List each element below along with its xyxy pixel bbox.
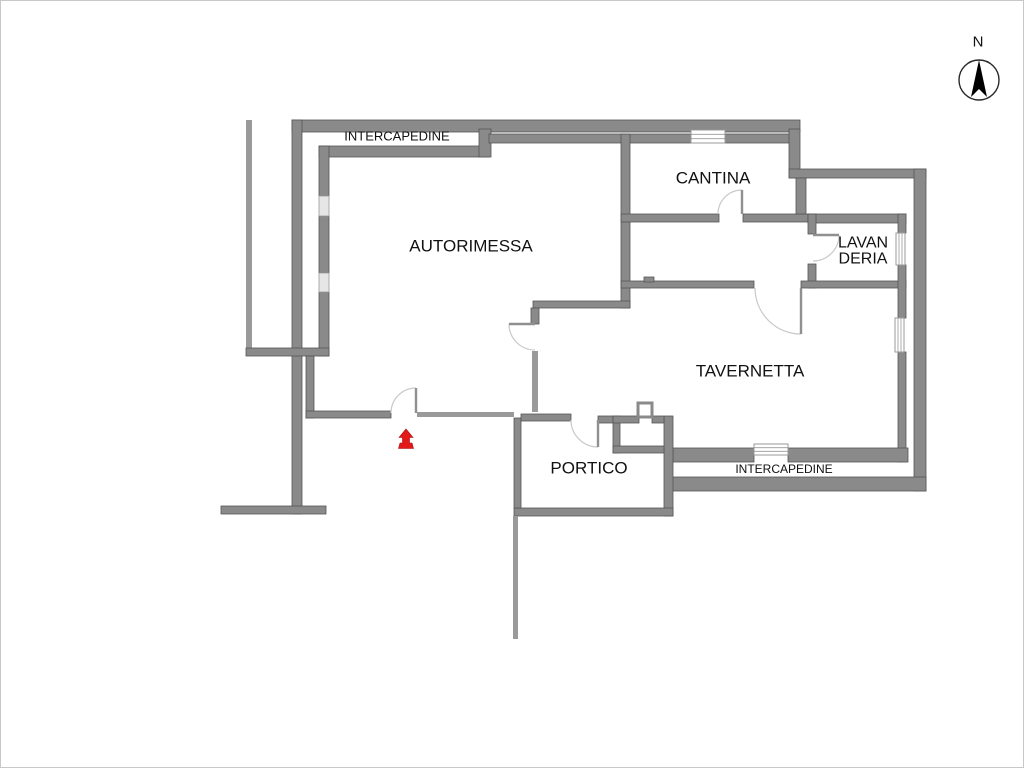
wall-segment bbox=[788, 168, 927, 179]
wall-segment bbox=[795, 177, 807, 215]
window bbox=[895, 232, 906, 266]
entrance-arrow-icon bbox=[398, 428, 414, 449]
wall-segment bbox=[612, 445, 665, 454]
window bbox=[894, 317, 905, 353]
wall-segment bbox=[520, 413, 572, 422]
wall-segment bbox=[897, 351, 907, 463]
compass-needle-icon bbox=[971, 60, 987, 97]
door-swing-arc bbox=[717, 189, 743, 215]
wall-segment bbox=[807, 213, 907, 224]
wall-segment bbox=[291, 119, 303, 515]
window bbox=[753, 443, 789, 456]
wall-segment bbox=[897, 264, 907, 319]
wall-segment bbox=[246, 120, 252, 355]
wall-segment bbox=[220, 505, 327, 515]
wall-segment bbox=[318, 145, 330, 197]
wall-segment bbox=[318, 215, 330, 274]
wall-segment bbox=[787, 447, 909, 463]
door-swing-arc bbox=[812, 234, 840, 262]
room-label-lavanderia-line1: LAVAN bbox=[837, 234, 889, 252]
wall-segment bbox=[643, 276, 655, 283]
wall-segment bbox=[897, 213, 907, 234]
wall-segment bbox=[597, 415, 614, 424]
wall-segment bbox=[513, 417, 522, 509]
wall-vent bbox=[318, 272, 330, 293]
wall-segment bbox=[651, 415, 665, 424]
wall-segment bbox=[305, 355, 315, 419]
wall-segment bbox=[305, 410, 392, 419]
wall-segment bbox=[532, 351, 538, 412]
window bbox=[690, 129, 726, 144]
door-swing-arc bbox=[570, 419, 599, 448]
wall-segment bbox=[663, 415, 674, 517]
room-label-portico: PORTICO bbox=[550, 458, 628, 478]
door-swing-arc bbox=[508, 323, 536, 351]
room-label-cantina: CANTINA bbox=[675, 168, 751, 188]
wall-segment bbox=[800, 280, 907, 289]
wall-segment bbox=[620, 213, 720, 223]
room-label-autorimessa: AUTORIMESSA bbox=[409, 236, 533, 256]
door-swing-arc bbox=[390, 387, 417, 414]
room-label-tavernetta: TAVERNETTA bbox=[695, 361, 805, 381]
wall-segment bbox=[807, 213, 817, 235]
wall-segment bbox=[620, 280, 755, 289]
wall-segment bbox=[245, 347, 330, 357]
wall-segment bbox=[530, 307, 540, 325]
wall-segment bbox=[513, 507, 674, 517]
wall-segment bbox=[532, 300, 631, 309]
wall-segment bbox=[913, 168, 927, 492]
wall-segment bbox=[672, 447, 755, 463]
chimney-stub bbox=[636, 401, 654, 419]
wall-segment bbox=[488, 133, 692, 144]
wall-segment bbox=[742, 213, 809, 223]
compass-north-label: N bbox=[972, 33, 984, 51]
label-intercapedine-top: INTERCAPEDINE bbox=[344, 128, 450, 144]
label-intercapedine-bottom: INTERCAPEDINE bbox=[735, 461, 833, 476]
wall-segment bbox=[318, 145, 490, 158]
wall-segment bbox=[513, 516, 518, 639]
wall-vent bbox=[318, 195, 330, 217]
wall-segment bbox=[417, 412, 514, 417]
wall-segment bbox=[612, 415, 640, 424]
door-swing-arc bbox=[754, 287, 802, 335]
room-label-lavanderia-line2: DERIA bbox=[838, 251, 888, 268]
wall-segment bbox=[668, 476, 927, 492]
wall-segment bbox=[724, 133, 800, 144]
wall-segment bbox=[318, 291, 330, 357]
